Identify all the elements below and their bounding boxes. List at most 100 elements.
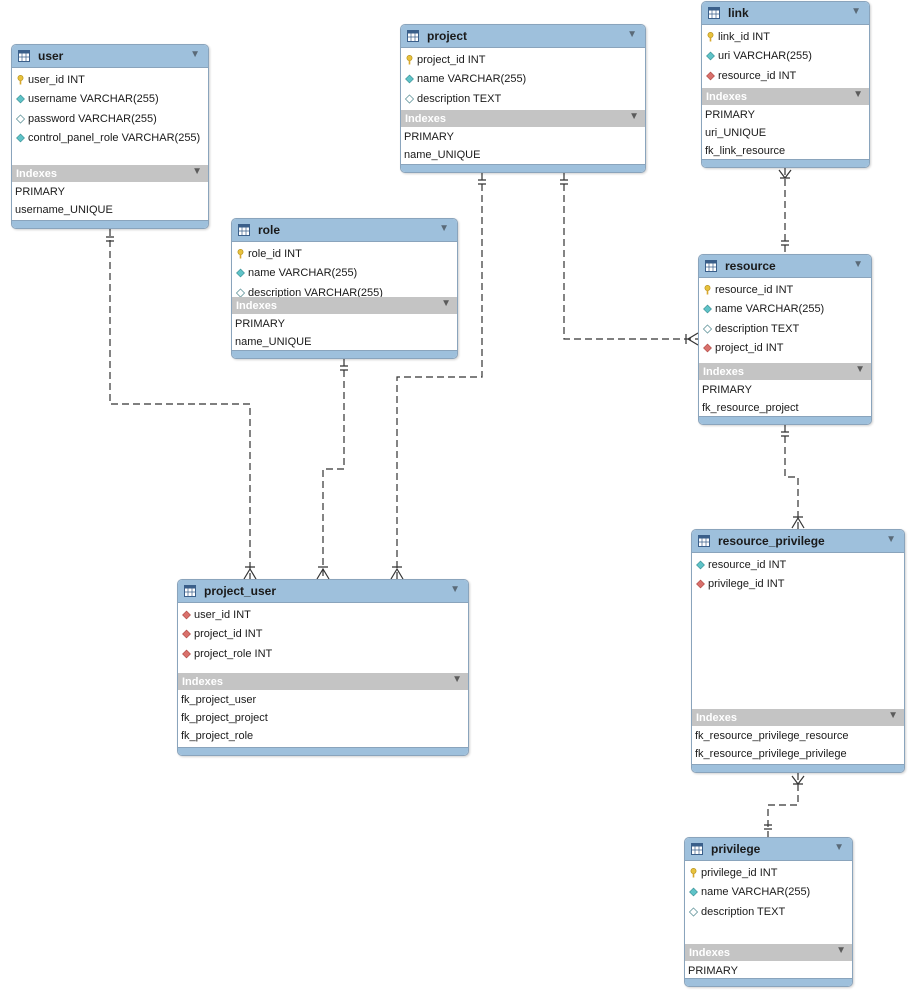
collapse-triangle-icon[interactable]: ▼ bbox=[439, 223, 449, 234]
collapse-triangle-icon[interactable]: ▼ bbox=[888, 710, 898, 721]
column-row[interactable]: description TEXT bbox=[401, 89, 645, 109]
column-row[interactable]: name VARCHAR(255) bbox=[232, 264, 457, 284]
collapse-triangle-icon[interactable]: ▼ bbox=[452, 674, 462, 685]
column-row[interactable]: link_id INT bbox=[702, 27, 869, 47]
rel-resource-resource-privilege[interactable] bbox=[781, 425, 805, 529]
column-row[interactable]: user_id INT bbox=[12, 70, 208, 90]
table-header[interactable]: user▼ bbox=[12, 45, 208, 68]
indexes-header[interactable]: Indexes▼ bbox=[178, 673, 468, 690]
column-row[interactable]: name VARCHAR(255) bbox=[685, 883, 852, 903]
collapse-triangle-icon[interactable]: ▼ bbox=[886, 534, 896, 545]
column-row[interactable]: uri VARCHAR(255) bbox=[702, 47, 869, 67]
indexes-header[interactable]: Indexes▼ bbox=[699, 363, 871, 380]
index-row[interactable]: fk_link_resource bbox=[702, 142, 869, 160]
column-row[interactable]: control_panel_role VARCHAR(255) bbox=[12, 129, 208, 149]
rel-privilege-resource-privilege[interactable] bbox=[764, 773, 805, 838]
index-name: fk_resource_privilege_privilege bbox=[695, 748, 847, 760]
collapse-triangle-icon[interactable]: ▼ bbox=[853, 89, 863, 100]
rel-project-resource[interactable] bbox=[560, 173, 699, 346]
column-row[interactable]: username VARCHAR(255) bbox=[12, 90, 208, 110]
index-row[interactable]: PRIMARY bbox=[401, 128, 645, 146]
index-row[interactable]: fk_resource_privilege_resource bbox=[692, 727, 904, 745]
index-row[interactable]: fk_project_role bbox=[178, 727, 468, 745]
column-row[interactable]: resource_id INT bbox=[699, 280, 871, 300]
table-header[interactable]: resource▼ bbox=[699, 255, 871, 278]
index-row[interactable]: PRIMARY bbox=[685, 962, 852, 980]
index-row[interactable]: fk_resource_project bbox=[699, 399, 871, 417]
column-row[interactable]: resource_id INT bbox=[692, 555, 904, 575]
table-header[interactable]: privilege▼ bbox=[685, 838, 852, 861]
index-row[interactable]: fk_resource_privilege_privilege bbox=[692, 745, 904, 763]
table-header[interactable]: link▼ bbox=[702, 2, 869, 25]
index-name: PRIMARY bbox=[705, 109, 755, 121]
column-definition: description TEXT bbox=[417, 92, 502, 105]
indexes-header[interactable]: Indexes▼ bbox=[702, 88, 869, 105]
collapse-triangle-icon[interactable]: ▼ bbox=[190, 49, 200, 60]
table-project[interactable]: project▼ project_id INT name VARCHAR(255) d… bbox=[400, 24, 646, 173]
column-row[interactable]: resource_id INT bbox=[702, 66, 869, 86]
collapse-triangle-icon[interactable]: ▼ bbox=[851, 6, 861, 17]
column-row[interactable]: project_id INT bbox=[178, 625, 468, 645]
index-row[interactable]: fk_project_project bbox=[178, 709, 468, 727]
column-definition: resource_id INT bbox=[718, 69, 797, 82]
rel-project-project-user[interactable] bbox=[390, 173, 486, 580]
indexes-header[interactable]: Indexes▼ bbox=[401, 110, 645, 127]
index-row[interactable]: name_UNIQUE bbox=[232, 333, 457, 351]
column-row[interactable]: description VARCHAR(255) bbox=[232, 283, 457, 303]
column-row[interactable]: project_id INT bbox=[699, 339, 871, 359]
column-row[interactable]: user_id INT bbox=[178, 605, 468, 625]
table-header[interactable]: project_user▼ bbox=[178, 580, 468, 603]
nullable-attribute-icon bbox=[236, 288, 245, 298]
column-row[interactable]: password VARCHAR(255) bbox=[12, 109, 208, 129]
index-row[interactable]: PRIMARY bbox=[702, 106, 869, 124]
collapse-triangle-icon[interactable]: ▼ bbox=[834, 842, 844, 853]
index-row[interactable]: name_UNIQUE bbox=[401, 146, 645, 164]
column-row[interactable]: description TEXT bbox=[685, 902, 852, 922]
index-row[interactable]: uri_UNIQUE bbox=[702, 124, 869, 142]
collapse-triangle-icon[interactable]: ▼ bbox=[836, 945, 846, 956]
indexes-header[interactable]: Indexes ▼ bbox=[685, 944, 852, 961]
collapse-triangle-icon[interactable]: ▼ bbox=[855, 364, 865, 375]
table-header[interactable]: role▼ bbox=[232, 219, 457, 242]
table-header[interactable]: project▼ bbox=[401, 25, 645, 48]
rel-user-project-user[interactable] bbox=[106, 229, 257, 580]
table-header[interactable]: resource_privilege▼ bbox=[692, 530, 904, 553]
column-row[interactable]: name VARCHAR(255) bbox=[401, 70, 645, 90]
column-row[interactable]: privilege_id INT bbox=[685, 863, 852, 883]
collapse-triangle-icon[interactable]: ▼ bbox=[450, 584, 460, 595]
column-row[interactable]: project_id INT bbox=[401, 50, 645, 70]
collapse-triangle-icon[interactable]: ▼ bbox=[853, 259, 863, 270]
indexes-header[interactable]: Indexes▼ bbox=[12, 165, 208, 182]
collapse-triangle-icon[interactable]: ▼ bbox=[192, 166, 202, 177]
foreign-key-icon bbox=[706, 71, 715, 81]
index-row[interactable]: username_UNIQUE bbox=[12, 201, 208, 219]
indexes-header[interactable]: Indexes▼ bbox=[232, 297, 457, 314]
index-row[interactable]: fk_project_user bbox=[178, 691, 468, 709]
column-row[interactable]: name VARCHAR(255) bbox=[699, 300, 871, 320]
column-row[interactable]: project_role INT bbox=[178, 644, 468, 664]
collapse-triangle-icon[interactable]: ▼ bbox=[441, 298, 451, 309]
primary-key-icon bbox=[706, 31, 715, 42]
rel-resource-link[interactable] bbox=[778, 168, 792, 254]
indexes-header[interactable]: Indexes▼ bbox=[692, 709, 904, 726]
index-row[interactable]: PRIMARY bbox=[232, 315, 457, 333]
rel-role-project-user[interactable] bbox=[316, 359, 348, 580]
indexes-label: Indexes bbox=[689, 946, 730, 959]
collapse-triangle-icon[interactable]: ▼ bbox=[627, 29, 637, 40]
column-row[interactable]: role_id INT bbox=[232, 244, 457, 264]
column-row[interactable]: description TEXT bbox=[699, 319, 871, 339]
column-definition: project_id INT bbox=[417, 53, 486, 66]
index-row[interactable]: PRIMARY bbox=[12, 183, 208, 201]
index-row[interactable]: PRIMARY bbox=[699, 381, 871, 399]
collapse-triangle-icon[interactable]: ▼ bbox=[629, 111, 639, 122]
column-row[interactable]: privilege_id INT bbox=[692, 575, 904, 595]
